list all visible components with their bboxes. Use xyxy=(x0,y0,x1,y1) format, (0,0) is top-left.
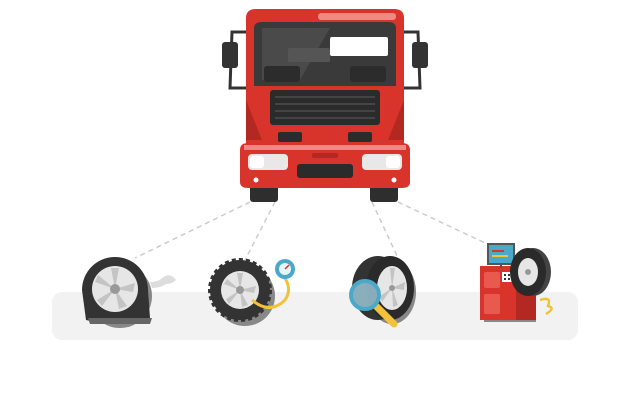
flat-tire-icon xyxy=(82,257,176,328)
tire-balancing-machine-icon xyxy=(480,243,553,322)
connector-lines xyxy=(134,201,501,261)
truck-icon xyxy=(222,9,428,202)
platform xyxy=(52,292,578,340)
tire-pressure-gauge-icon xyxy=(208,258,295,326)
tire-inspection-magnifier-icon xyxy=(349,256,416,328)
